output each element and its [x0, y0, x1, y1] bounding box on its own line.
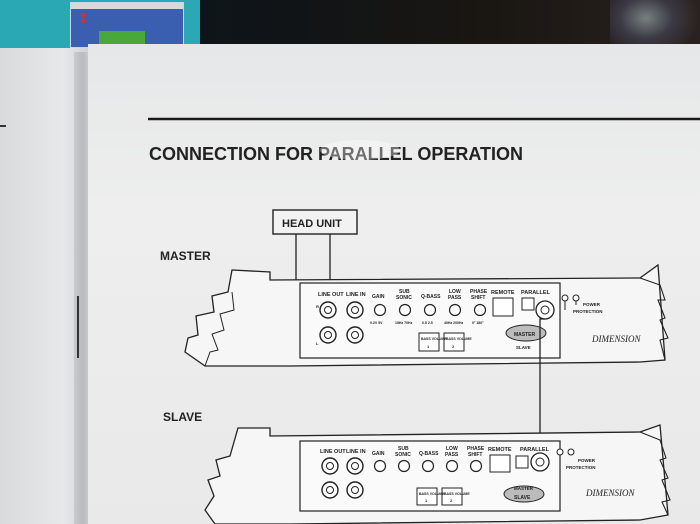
svg-text:SHIFT: SHIFT: [468, 452, 482, 458]
svg-text:LINE IN: LINE IN: [346, 292, 366, 298]
svg-text:2: 2: [452, 344, 455, 349]
slave-amp: LINE OUT LINE IN GAIN SUB SONIC Q-BASS L…: [204, 424, 671, 524]
svg-text:GAIN: GAIN: [372, 451, 385, 457]
book-gutter: [74, 52, 92, 524]
slave-label: SLAVE: [163, 410, 202, 424]
svg-text:2: 2: [450, 498, 453, 503]
svg-text:LOW: LOW: [446, 446, 458, 452]
svg-text:SHIFT: SHIFT: [471, 295, 485, 301]
master-amp: LINE OUT LINE IN R L GAIN SUB SONIC Q-BA…: [184, 263, 669, 367]
svg-text:PROTECTION: PROTECTION: [566, 465, 596, 470]
master-low-pass-knob: [448, 303, 462, 317]
svg-text:REMOTE: REMOTE: [491, 290, 515, 296]
svg-text:PHASE: PHASE: [470, 289, 488, 295]
slave-switch: [503, 485, 545, 503]
svg-text:LINE OUT: LINE OUT: [318, 292, 344, 298]
svg-text:BASS VOLUME: BASS VOLUME: [446, 337, 472, 341]
head-unit-box: [272, 209, 358, 235]
svg-text:LINE OUT: LINE OUT: [320, 449, 346, 455]
master-phase-knob: [473, 303, 487, 317]
svg-text:BASS VOLUME: BASS VOLUME: [421, 337, 447, 341]
svg-text:PARALLEL: PARALLEL: [521, 290, 551, 296]
page-glare: [320, 140, 400, 160]
background-monitor: [0, 0, 200, 48]
master-brand-logo: DIMENSION: [591, 334, 641, 344]
slave-brand-logo: DIMENSION: [585, 488, 635, 498]
svg-text:PASS: PASS: [448, 295, 462, 301]
svg-text:PHASE: PHASE: [467, 446, 485, 452]
svg-text:SUB: SUB: [399, 289, 410, 295]
svg-text:REMOTE: REMOTE: [488, 447, 512, 453]
svg-text:0° 180°: 0° 180°: [472, 321, 484, 325]
master-sub-sonic-knob: [398, 303, 412, 317]
svg-text:POWER: POWER: [578, 458, 596, 463]
svg-text:BASS VOLUME: BASS VOLUME: [419, 492, 445, 496]
svg-text:SONIC: SONIC: [395, 452, 411, 458]
master-gain-knob: [373, 303, 387, 317]
svg-text:GAIN: GAIN: [372, 294, 385, 300]
svg-text:PROTECTION: PROTECTION: [573, 309, 603, 314]
svg-text:40Hz 200Hz: 40Hz 200Hz: [444, 321, 464, 325]
master-q-bass-knob: [423, 303, 437, 317]
svg-text:R: R: [316, 304, 319, 309]
svg-text:MASTER: MASTER: [514, 486, 534, 491]
svg-text:SLAVE: SLAVE: [514, 495, 531, 501]
svg-text:L: L: [316, 341, 319, 346]
svg-text:SUB: SUB: [398, 446, 409, 452]
svg-text:SLAVE: SLAVE: [516, 345, 531, 350]
svg-text:BASS VOLUME: BASS VOLUME: [444, 492, 470, 496]
svg-text:Q-BASS: Q-BASS: [421, 294, 441, 300]
svg-text:15Hz 70Hz: 15Hz 70Hz: [395, 321, 413, 325]
svg-text:1: 1: [427, 344, 430, 349]
master-label: MASTER: [160, 249, 211, 263]
head-unit-label: HEAD UNIT: [282, 218, 342, 230]
svg-text:POWER: POWER: [583, 302, 601, 307]
svg-text:Q-BASS: Q-BASS: [419, 451, 439, 457]
svg-text:1: 1: [425, 498, 428, 503]
page-title: CONNECTION FOR PARALLEL OPERATION: [149, 144, 523, 164]
master-switch: [505, 324, 547, 342]
svg-text:LOW: LOW: [449, 289, 461, 295]
svg-text:MASTER: MASTER: [514, 332, 536, 338]
svg-text:0.2V 5V: 0.2V 5V: [370, 321, 383, 325]
svg-text:LINE IN: LINE IN: [346, 449, 366, 455]
svg-text:PASS: PASS: [445, 452, 459, 458]
svg-text:SONIC: SONIC: [396, 295, 412, 301]
svg-text:0.5 2.5: 0.5 2.5: [422, 321, 433, 325]
svg-text:PARALLEL: PARALLEL: [520, 447, 550, 453]
